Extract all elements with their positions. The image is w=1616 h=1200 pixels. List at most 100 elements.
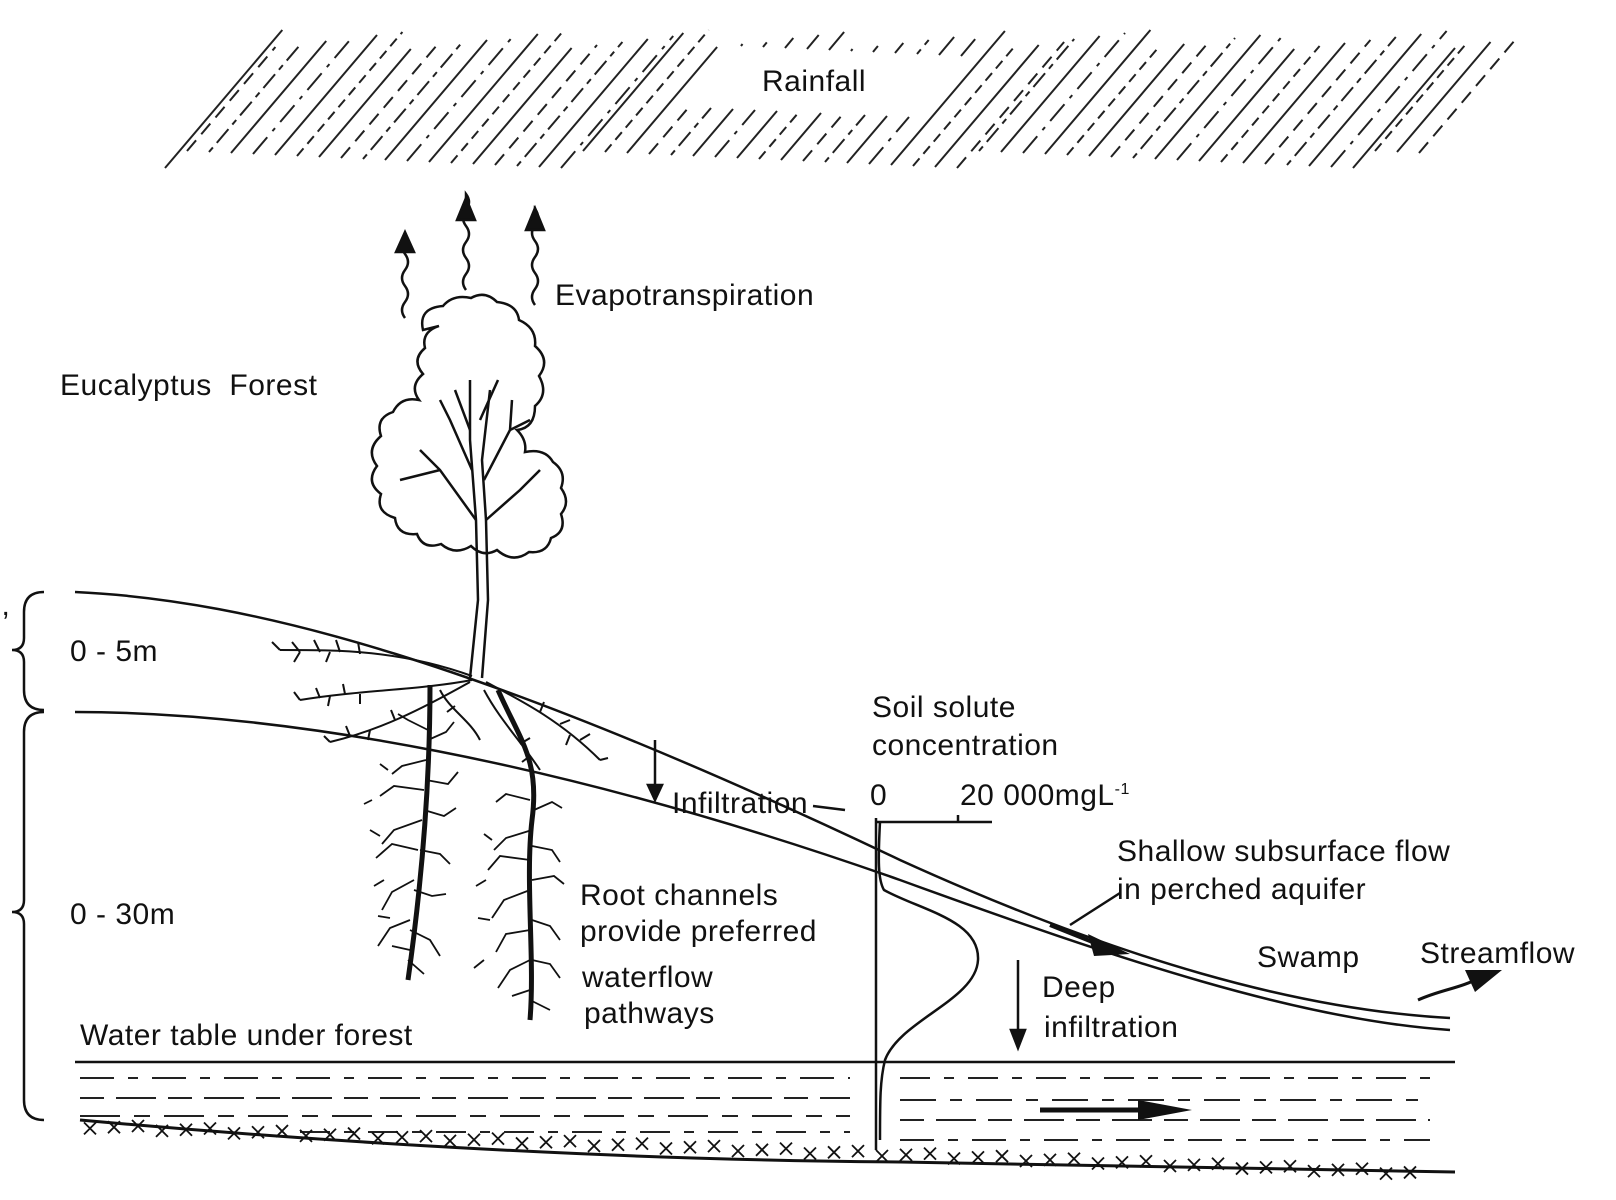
rain-streak (275, 35, 377, 155)
bedrock-cross (1308, 1165, 1320, 1177)
rain-streak (1243, 43, 1345, 163)
shallow-flow-line1: Shallow subsurface flow (1117, 834, 1450, 870)
rain-streak (407, 37, 512, 161)
bedrock-cross (444, 1135, 456, 1147)
lower-layer-depth: 0 - 30m (70, 897, 175, 933)
solute-title-line1: Soil solute (872, 690, 1016, 726)
rain-streak (1067, 47, 1159, 155)
bedrock-cross (684, 1141, 696, 1153)
bedrock-cross (1092, 1158, 1104, 1170)
rain-streak (935, 45, 1039, 167)
solute-title-line2: concentration (872, 728, 1059, 764)
swamp-label: Swamp (1257, 940, 1360, 976)
rain-streak (961, 34, 980, 56)
groundwater-flow-arrow (1040, 1100, 1192, 1120)
rain-streak (451, 31, 563, 163)
bedrock-cross (876, 1150, 888, 1162)
rain-streak (649, 107, 689, 154)
bedrock-cross (204, 1123, 216, 1135)
rain-streak (605, 30, 709, 152)
rain-streak (583, 33, 683, 151)
rain-streak (741, 44, 743, 46)
bedrock-cross (756, 1144, 768, 1156)
deep-infiltration-arrow (1011, 960, 1025, 1048)
rain-streak (297, 32, 402, 156)
rain-streak (671, 108, 711, 155)
infiltration-label: Infiltration (672, 786, 808, 822)
rain-streak (187, 47, 275, 151)
rain-streak (763, 41, 768, 47)
bedrock-cross (516, 1137, 528, 1149)
bedrock-cross (780, 1143, 792, 1155)
rain-streak (895, 43, 903, 53)
water-table-label: Water table under forest (80, 1018, 413, 1054)
rain-streak (891, 31, 1005, 165)
streamflow-arrow (1418, 970, 1502, 1000)
rain-streak (869, 117, 909, 164)
rain-streak (1353, 48, 1455, 168)
bedrock-cross (252, 1126, 264, 1138)
forest-label: Eucalyptus Forest (60, 368, 317, 404)
rain-streak (781, 113, 821, 160)
rain-streak (495, 45, 597, 165)
rain-streak (561, 36, 673, 168)
bedrock-crosses (84, 1120, 1416, 1180)
rain-streak (785, 38, 793, 48)
bedrock-cross (468, 1134, 480, 1146)
bedrock-cross (828, 1146, 840, 1158)
rain-streak (939, 37, 954, 55)
rain-streak (1419, 39, 1516, 153)
rain-streak (1199, 49, 1294, 161)
root-channels-line1: Root channels (580, 878, 778, 914)
rain-streak (1045, 30, 1150, 154)
rain-streak (231, 41, 326, 153)
bedrock-cross (636, 1138, 648, 1150)
rainfall-label: Rainfall (762, 64, 866, 100)
rain-streak (873, 46, 878, 52)
rain-streak (165, 30, 282, 168)
rain-streak (847, 116, 887, 163)
shallow-flow-line2: in perched aquifer (1117, 872, 1366, 908)
bedrock-cross (564, 1135, 576, 1147)
evapotranspiration-arrows (396, 194, 544, 318)
rain-streak (759, 112, 799, 159)
rain-streak (851, 49, 853, 51)
bedrock-cross (492, 1133, 504, 1145)
lower-layer-brace (12, 712, 44, 1120)
root-channels-line3: waterflow (582, 960, 713, 996)
solute-axis-max: 20 000mgL-1 (960, 778, 1130, 814)
rain-streak (1265, 40, 1370, 164)
bedrock-cross (996, 1150, 1008, 1162)
bedrock-cross (84, 1122, 96, 1134)
rain-streak (917, 40, 929, 54)
rain-streak (1397, 42, 1491, 152)
bedrock-cross (588, 1140, 600, 1152)
solute-axis-min: 0 (870, 778, 887, 814)
top-layer-depth: 0 - 5m (70, 634, 158, 670)
rain-streak (913, 48, 1013, 166)
rain-streak (209, 44, 301, 152)
bedrock-cross (1188, 1159, 1200, 1171)
bedrock-cross (732, 1145, 744, 1157)
bedrock-cross (540, 1136, 552, 1148)
rain-streak (627, 47, 717, 153)
rain-streak (829, 32, 844, 50)
bedrock-cross (924, 1148, 936, 1160)
perched-layer-boundary (75, 712, 1450, 1030)
bedrock-cross (348, 1128, 360, 1140)
rain-streak (429, 34, 538, 162)
rain-streak (825, 115, 865, 162)
bedrock-cross (396, 1131, 408, 1143)
rain-streak (1155, 35, 1260, 159)
rain-streak (737, 111, 777, 158)
root-channels-line4: pathways (584, 996, 715, 1032)
bedrock-cross (708, 1140, 720, 1152)
rain-streak (1133, 38, 1235, 158)
rain-streak (693, 109, 733, 156)
rain-streak (1089, 44, 1184, 156)
bedrock-cross (660, 1142, 672, 1154)
bedrock-cross (612, 1139, 624, 1151)
rain-streak (1177, 32, 1286, 160)
rain-streak (715, 110, 755, 157)
rain-streak (803, 114, 843, 161)
